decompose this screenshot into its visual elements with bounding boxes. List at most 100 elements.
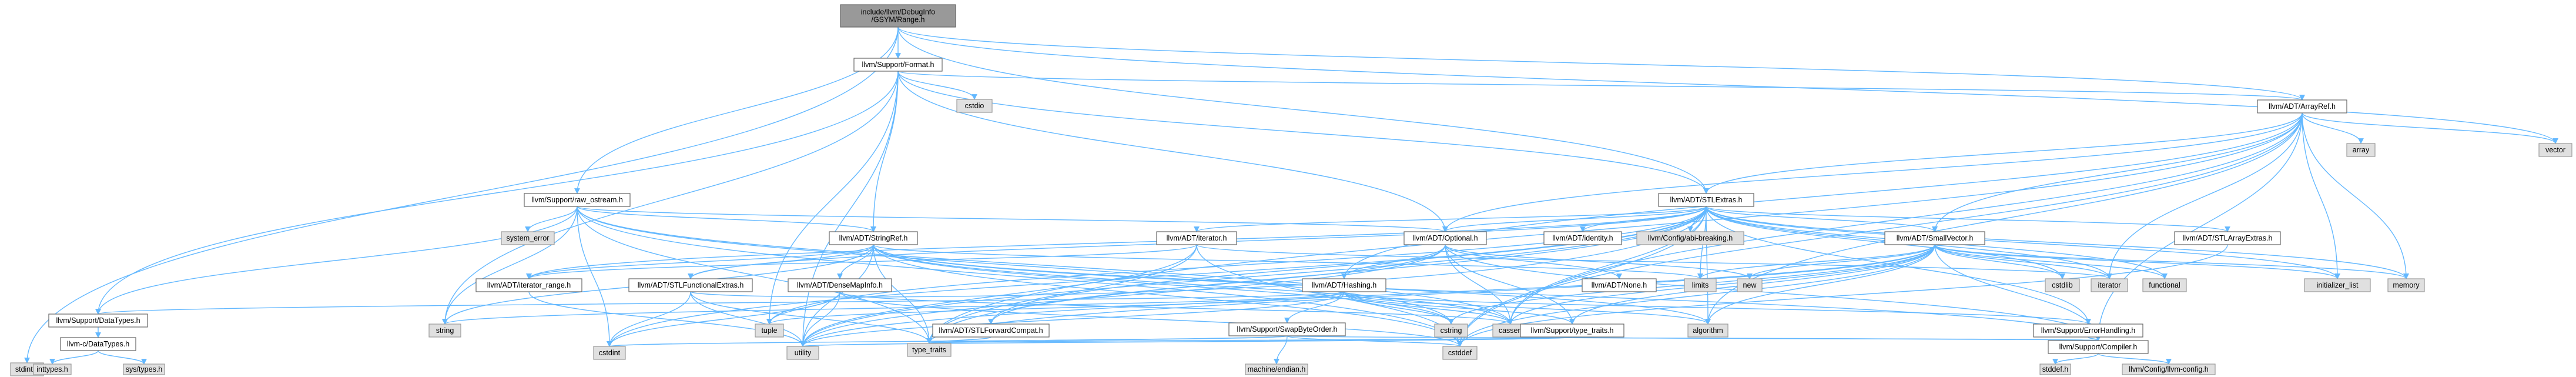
node-box [593, 346, 626, 360]
edge-stlextras-to-memory [1706, 206, 2409, 279]
node-compiler[interactable]: llvm/Support/Compiler.h [2048, 340, 2149, 354]
edge-stlextras-to-cassert [1508, 206, 1707, 325]
node-abibreaking: llvm/Config/abi-breaking.h [1636, 231, 1744, 245]
node-identity[interactable]: llvm/ADT/identity.h [1543, 231, 1622, 245]
node-datatypes[interactable]: llvm/Support/DataTypes.h [48, 313, 148, 328]
node-swapbyte[interactable]: llvm/Support/SwapByteOrder.h [1228, 322, 1346, 336]
node-smallvector[interactable]: llvm/ADT/SmallVector.h [1884, 231, 1985, 245]
edge-format-to-stlextras [897, 71, 1709, 194]
node-label: llvm/ADT/DenseMapInfo.h [797, 281, 883, 289]
edge-arrayref-to-compiler [2095, 112, 2303, 341]
edge-smallvector-to-memory [1934, 244, 2409, 279]
node-box [1737, 278, 1763, 292]
edge-stlextras-to-iterrange [526, 206, 1707, 279]
node-cstdlib: cstdlib [2045, 278, 2080, 292]
node-cstddef: cstddef [1442, 346, 1478, 360]
node-label: array [2353, 146, 2370, 154]
node-label: llvm/Config/abi-breaking.h [1648, 234, 1733, 242]
edge-densemapinfo-to-utility [800, 291, 840, 347]
edge-compiler-to-llvmconfig [2098, 353, 2172, 365]
edge-hashing-to-swapbyte [1284, 291, 1345, 323]
node-label: include/llvm/DebugInfo [861, 8, 936, 16]
edge-densemapinfo-to-cassert [839, 291, 1513, 325]
node-limits: limits [1684, 278, 1717, 292]
node-cdatatypes[interactable]: llvm-c/DataTypes.h [60, 337, 136, 351]
node-label: llvm/ADT/StringRef.h [839, 234, 908, 242]
node-box [1543, 231, 1622, 245]
node-rawostream[interactable]: llvm/Support/raw_ostream.h [524, 193, 631, 207]
node-box [1302, 278, 1386, 292]
edge-stringref-to-cstddef [873, 244, 1463, 347]
node-tuple: tuple [755, 323, 784, 338]
edge-stringref-to-limits [873, 244, 1703, 279]
node-label: system_error [507, 234, 550, 242]
node-stlarray[interactable]: llvm/ADT/STLArrayExtras.h [2174, 231, 2281, 245]
node-stlforward[interactable]: llvm/ADT/STLForwardCompat.h [932, 323, 1050, 338]
node-arrayref[interactable]: llvm/ADT/ArrayRef.h [2257, 99, 2347, 114]
node-label: new [1743, 281, 1757, 289]
edge-hashing-to-datatypes [96, 291, 1345, 315]
node-box [33, 363, 72, 375]
node-label: llvm/Support/ErrorHandling.h [2041, 326, 2136, 335]
node-box [2257, 99, 2347, 114]
node-iteratorh[interactable]: llvm/ADT/iterator.h [1156, 231, 1237, 245]
node-hashing[interactable]: llvm/ADT/Hashing.h [1302, 278, 1386, 292]
edge-arrayref-to-smallvector [1932, 112, 2303, 232]
node-label: llvm/ADT/STLExtras.h [1670, 196, 1743, 204]
edge-cdatatypes-to-inttypes [49, 350, 99, 365]
node-stlextras[interactable]: llvm/ADT/STLExtras.h [1658, 193, 1754, 207]
edge-typetraitsh-to-utility [800, 336, 1573, 347]
edge-cdatatypes-to-systypes [98, 350, 147, 365]
node-stlfunc[interactable]: llvm/ADT/STLFunctionalExtras.h [628, 278, 753, 292]
edge-iterrange-to-utility [528, 291, 806, 347]
node-inttypes: inttypes.h [33, 363, 72, 375]
node-label: llvm/Support/type_traits.h [1530, 326, 1613, 335]
node-label: limits [1692, 281, 1709, 289]
edge-swapbyte-to-cstddef [1287, 335, 1463, 347]
node-systemerror: system_error [501, 231, 555, 245]
edge-densemapinfo-to-cstdint [607, 291, 840, 347]
edge-arrayref-to-vector [2302, 112, 2558, 144]
node-box [2122, 363, 2216, 375]
node-label: llvm/ADT/iterator_range.h [487, 281, 571, 289]
edge-stlextras-to-algorithm [1705, 206, 1711, 325]
edge-format-to-cstdio [897, 71, 977, 100]
edge-stringref-to-iterrange [526, 244, 874, 279]
node-optional[interactable]: llvm/ADT/Optional.h [1403, 231, 1487, 245]
node-label: llvm/ADT/identity.h [1552, 234, 1613, 242]
node-box [1687, 323, 1729, 338]
node-range[interactable]: include/llvm/DebugInfo/GSYM/Range.h [840, 4, 956, 28]
node-label: llvm/ADT/SmallVector.h [1897, 234, 1974, 242]
node-stringref[interactable]: llvm/ADT/StringRef.h [829, 231, 918, 245]
node-box [2304, 278, 2371, 292]
edge-format-to-optional [897, 71, 1448, 232]
edge-rawostream-to-cstddef [577, 206, 1463, 347]
edge-layer [24, 26, 2558, 365]
edge-stlfunc-to-cstdint [607, 291, 691, 347]
node-utility: utility [786, 346, 819, 360]
node-iterrange[interactable]: llvm/ADT/iterator_range.h [475, 278, 582, 292]
node-box [1245, 363, 1308, 375]
edge-rawostream-to-systemerror [525, 206, 578, 232]
node-label: /GSYM/Range.h [871, 16, 924, 24]
edge-smallvector-to-cassert [1508, 244, 1935, 325]
node-densemapinfo[interactable]: llvm/ADT/DenseMapInfo.h [788, 278, 892, 292]
edge-stlextras-to-smallvector [1706, 206, 1938, 232]
node-format[interactable]: llvm/Support/Format.h [853, 58, 943, 72]
edge-swapbyte-to-machineendian [1274, 335, 1288, 365]
node-errorhandling[interactable]: llvm/Support/ErrorHandling.h [2033, 323, 2143, 338]
edge-stlextras-to-initlist [1706, 206, 2340, 279]
edge-densemapinfo-to-cstddef [839, 291, 1463, 347]
edge-range-to-stlextras [897, 26, 1709, 194]
edge-range-to-rawostream [574, 26, 899, 194]
node-noneh[interactable]: llvm/ADT/None.h [1582, 278, 1657, 292]
edge-arrayref-to-typetraits [926, 112, 2303, 344]
node-typetraitsh[interactable]: llvm/Support/type_traits.h [1520, 323, 1624, 338]
node-label: cstring [1441, 326, 1462, 335]
node-box [1156, 231, 1237, 245]
node-label: cstdlib [2052, 281, 2072, 289]
edge-format-to-tuple [766, 71, 899, 325]
edge-rawostream-to-string [442, 206, 578, 325]
edge-arrayref-to-stlextras [1703, 112, 2303, 194]
